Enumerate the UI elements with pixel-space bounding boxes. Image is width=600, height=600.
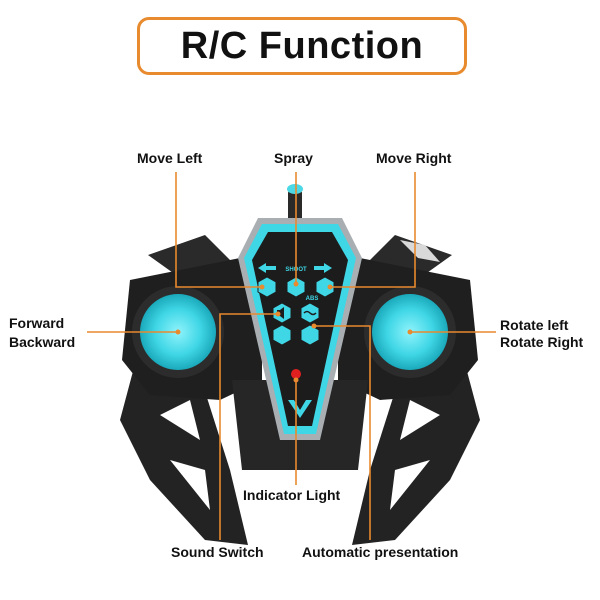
label-backward: Backward (9, 334, 76, 350)
move-left-button[interactable] (257, 276, 277, 298)
callout-dots (175, 281, 413, 383)
indicator-light (291, 369, 301, 379)
label-move-right: Move Right (376, 150, 452, 166)
center-panel (238, 218, 362, 440)
label-rotate-right: Rotate Right (500, 334, 584, 350)
wave-icon (303, 310, 317, 316)
label-move-left: Move Left (137, 150, 203, 166)
extra-button-left[interactable] (272, 324, 292, 346)
label-sound-switch: Sound Switch (171, 544, 264, 560)
label-indicator-light: Indicator Light (243, 487, 341, 503)
label-rotate-left: Rotate left (500, 317, 569, 333)
label-automatic-presentation: Automatic presentation (302, 544, 459, 560)
right-arrow-icon (314, 263, 332, 273)
title-box: R/C Function (137, 17, 467, 75)
callout-lines (87, 172, 496, 540)
label-forward: Forward (9, 315, 65, 331)
antenna (287, 184, 303, 224)
move-right-button[interactable] (315, 276, 335, 298)
spray-button[interactable] (286, 276, 306, 298)
direction-arrows (258, 263, 332, 273)
left-arrow-icon (258, 263, 276, 273)
page-title: R/C Function (180, 24, 424, 67)
label-spray: Spray (274, 150, 313, 166)
abs-label: ABS (306, 296, 319, 302)
extra-button-right[interactable] (300, 324, 320, 346)
brand-logo-icon (288, 400, 312, 418)
